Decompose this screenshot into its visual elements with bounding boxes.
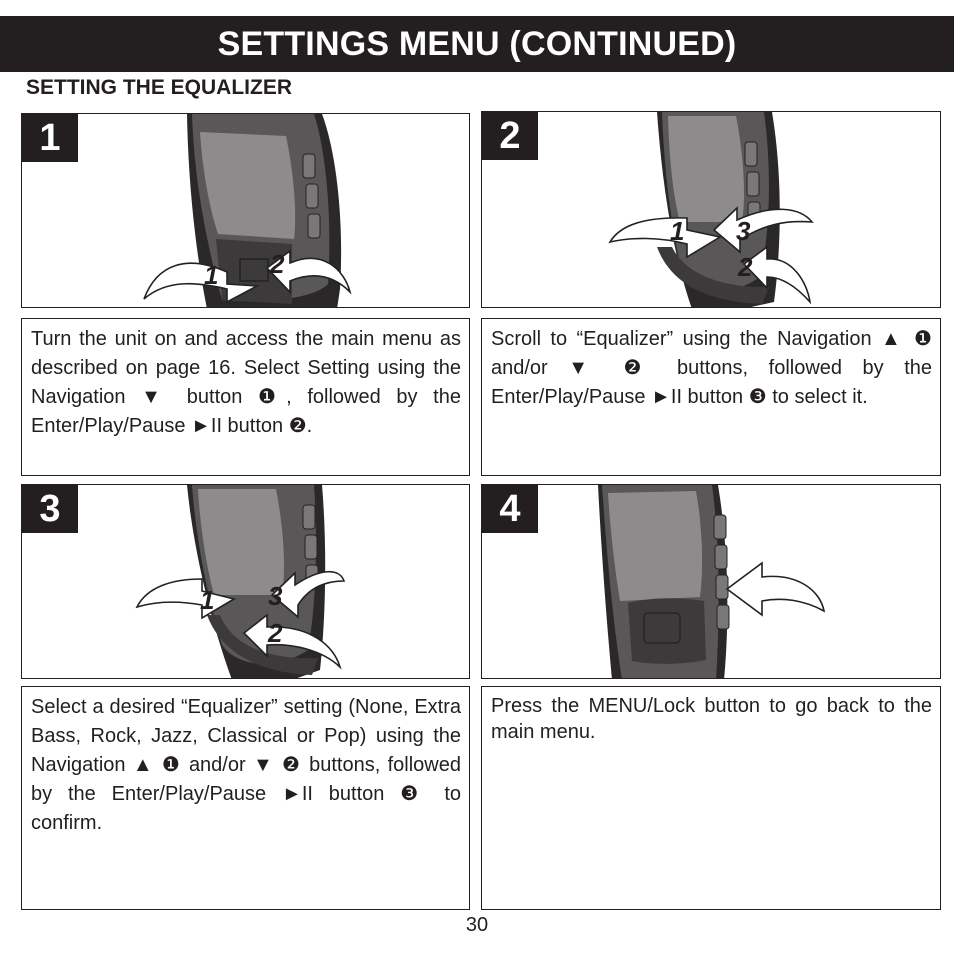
page-header: SETTINGS MENU (CONTINUED) bbox=[0, 16, 954, 72]
step-2-illustration: 2 1 3 2 bbox=[481, 111, 941, 308]
step-number: 3 bbox=[22, 485, 78, 533]
page-title: SETTINGS MENU (CONTINUED) bbox=[217, 24, 737, 63]
device-illustration-2 bbox=[608, 112, 814, 307]
step-1-illustration: 1 1 2 bbox=[21, 113, 470, 308]
step-number: 2 bbox=[482, 112, 538, 160]
step-2-instructions: Scroll to “Equalizer” using the Navigati… bbox=[481, 318, 941, 476]
step-number: 1 bbox=[22, 114, 78, 162]
arrow-label-3: 3 bbox=[736, 216, 751, 246]
step-4-illustration: 4 bbox=[481, 484, 941, 679]
step-4-instructions: Press the MENU/Lock button to go back to… bbox=[481, 686, 941, 910]
page-number: 30 bbox=[465, 914, 489, 936]
step-3-instructions: Select a desired “Equalizer” setting (No… bbox=[21, 686, 470, 910]
arrow-label-1: 1 bbox=[200, 585, 215, 615]
arrow-label-3: 3 bbox=[268, 581, 283, 611]
arrow-label-2: 2 bbox=[738, 252, 753, 282]
device-illustration-1 bbox=[143, 114, 352, 307]
step-number: 4 bbox=[482, 485, 538, 533]
step-1-instructions: Turn the unit on and access the main men… bbox=[21, 318, 470, 476]
device-illustration-4 bbox=[598, 485, 826, 678]
section-title: SETTING THE EQUALIZER bbox=[26, 76, 293, 99]
arrow-label-1: 1 bbox=[204, 260, 219, 290]
device-illustration-3 bbox=[135, 485, 346, 678]
arrow-label-1: 1 bbox=[670, 216, 685, 246]
step-3-illustration: 3 1 3 2 bbox=[21, 484, 470, 679]
arrow-label-2: 2 bbox=[270, 249, 285, 279]
arrow-label-2: 2 bbox=[268, 618, 283, 648]
